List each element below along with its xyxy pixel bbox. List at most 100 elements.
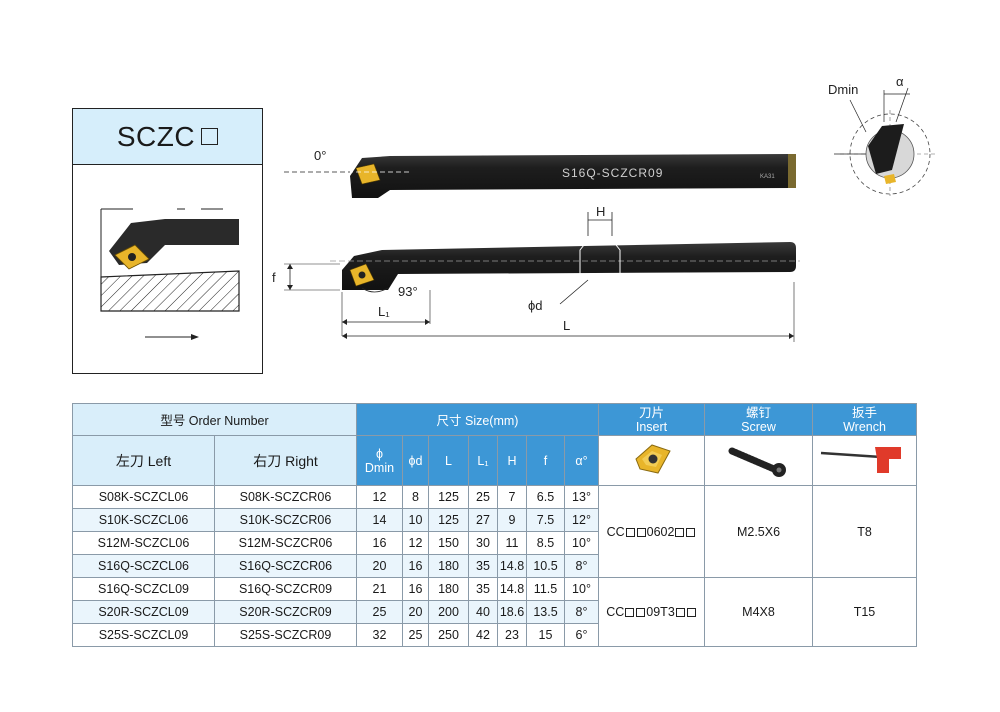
- cell-right: S12M-SCZCR06: [214, 531, 357, 555]
- header-wrench-cn: 扳手: [851, 405, 877, 420]
- cell-l: 250: [428, 623, 469, 647]
- dim-l-label: L: [563, 318, 570, 333]
- cell-l1: 30: [468, 531, 498, 555]
- dim-phid-label: ϕd: [528, 298, 543, 313]
- dim-h-label: H: [596, 204, 605, 219]
- cell-d: 16: [402, 554, 429, 578]
- detail-dmin-label: Dmin: [828, 82, 858, 97]
- tool-side-view: H ϕd f 93° L₁ L: [272, 204, 800, 342]
- cell-right: S20R-SCZCR09: [214, 600, 357, 624]
- cell-l: 150: [428, 531, 469, 555]
- bar-marking-small: KA31: [760, 174, 775, 180]
- cell-h: 18.6: [497, 600, 527, 624]
- cell-alpha: 10°: [564, 531, 599, 555]
- bore-detail: α Dmin: [828, 74, 936, 196]
- wrench-group-1: T8: [812, 485, 917, 578]
- cell-left: S16Q-SCZCL09: [72, 577, 215, 601]
- cell-alpha: 13°: [564, 485, 599, 509]
- header-screw-cn: 螺钉: [745, 405, 771, 420]
- header-size: 尺寸 Size(mm): [356, 403, 599, 436]
- header-l1: L₁: [468, 435, 498, 486]
- header-left: 左刀 Left: [72, 435, 215, 486]
- cell-h: 23: [497, 623, 527, 647]
- cell-d: 25: [402, 623, 429, 647]
- cell-f: 13.5: [526, 600, 565, 624]
- cell-h: 7: [497, 485, 527, 509]
- cell-left: S25S-SCZCL09: [72, 623, 215, 647]
- cell-right: S08K-SCZCR06: [214, 485, 357, 509]
- wrench-group-2: T15: [812, 577, 917, 647]
- tool-top-view: S16Q-SCZCR09 KA31 0°: [284, 148, 796, 198]
- cell-alpha: 6°: [564, 623, 599, 647]
- cell-d: 8: [402, 485, 429, 509]
- wrench-image: [812, 435, 917, 486]
- screw-image: [704, 435, 813, 486]
- cell-f: 10.5: [526, 554, 565, 578]
- cell-right: S16Q-SCZCR06: [214, 554, 357, 578]
- cell-d: 20: [402, 600, 429, 624]
- header-wrench-en: Wrench: [843, 419, 886, 434]
- header-l: L: [428, 435, 469, 486]
- model-title-text: SCZC: [116, 120, 196, 152]
- insert-prefix: CC: [606, 524, 625, 539]
- cell-alpha: 8°: [564, 554, 599, 578]
- table-row: S08K-SCZCL06 S08K-SCZCR06 12 8 125 25 7 …: [72, 485, 917, 578]
- cell-l1: 35: [468, 577, 498, 601]
- cell-l1: 35: [468, 554, 498, 578]
- cell-right: S16Q-SCZCR09: [214, 577, 357, 601]
- header-insert-cn: 刀片: [638, 405, 664, 420]
- screw-group-1: M2.5X6: [704, 485, 813, 578]
- header-alpha: α°: [564, 435, 599, 486]
- cell-left: S16Q-SCZCL06: [72, 554, 215, 578]
- cell-alpha: 12°: [564, 508, 599, 532]
- angle-zero-label: 0°: [314, 148, 326, 163]
- cell-right: S10K-SCZCR06: [214, 508, 357, 532]
- header-screw-en: Screw: [741, 419, 776, 434]
- table-row: S20R-SCZCL09 S20R-SCZCR09 25 20 200 40 1…: [72, 600, 917, 624]
- cell-dmin: 20: [356, 554, 403, 578]
- cell-l1: 42: [468, 623, 498, 647]
- cell-alpha: 8°: [564, 600, 599, 624]
- cell-l1: 40: [468, 600, 498, 624]
- angle-93-label: 93°: [398, 284, 418, 299]
- cell-l: 200: [428, 600, 469, 624]
- header-right: 右刀 Right: [214, 435, 357, 486]
- cell-d: 16: [402, 577, 429, 601]
- detail-alpha-label: α: [896, 74, 904, 89]
- cell-dmin: 32: [356, 623, 403, 647]
- cell-right: S25S-SCZCR09: [214, 623, 357, 647]
- cell-f: 6.5: [526, 485, 565, 509]
- header-insert-en: Insert: [635, 419, 668, 434]
- cell-left: S20R-SCZCL09: [72, 600, 215, 624]
- header-phi: ϕ: [375, 446, 383, 461]
- cell-d: 12: [402, 531, 429, 555]
- table-row: S10K-SCZCL06 S10K-SCZCR06 14 10 125 27 9…: [72, 508, 917, 532]
- table-row: S25S-SCZCL09 S25S-SCZCR09 32 25 250 42 2…: [72, 623, 917, 647]
- screw-icon: [728, 447, 786, 477]
- title-box: SCZC: [72, 108, 263, 374]
- tool-drawing: S16Q-SCZCR09 KA31 0° H ϕd f 93°: [272, 148, 800, 342]
- cell-l: 180: [428, 554, 469, 578]
- table-row: S16Q-SCZCL09 S16Q-SCZCR09 21 16 180 35 1…: [72, 577, 917, 647]
- cell-f: 8.5: [526, 531, 565, 555]
- cell-h: 9: [497, 508, 527, 532]
- cell-dmin: 21: [356, 577, 403, 601]
- header-f: f: [526, 435, 565, 486]
- insert-image: [598, 435, 705, 486]
- cell-h: 14.8: [497, 554, 527, 578]
- cell-dmin: 25: [356, 600, 403, 624]
- insert-code: 0602: [646, 524, 675, 539]
- cell-alpha: 10°: [564, 577, 599, 601]
- header-h: H: [497, 435, 527, 486]
- cell-dmin: 16: [356, 531, 403, 555]
- cell-d: 10: [402, 508, 429, 532]
- insert-icon: [634, 444, 671, 474]
- cell-f: 11.5: [526, 577, 565, 601]
- model-title: SCZC: [73, 109, 262, 165]
- cell-h: 14.8: [497, 577, 527, 601]
- cell-l1: 27: [468, 508, 498, 532]
- dim-f-label: f: [272, 270, 276, 285]
